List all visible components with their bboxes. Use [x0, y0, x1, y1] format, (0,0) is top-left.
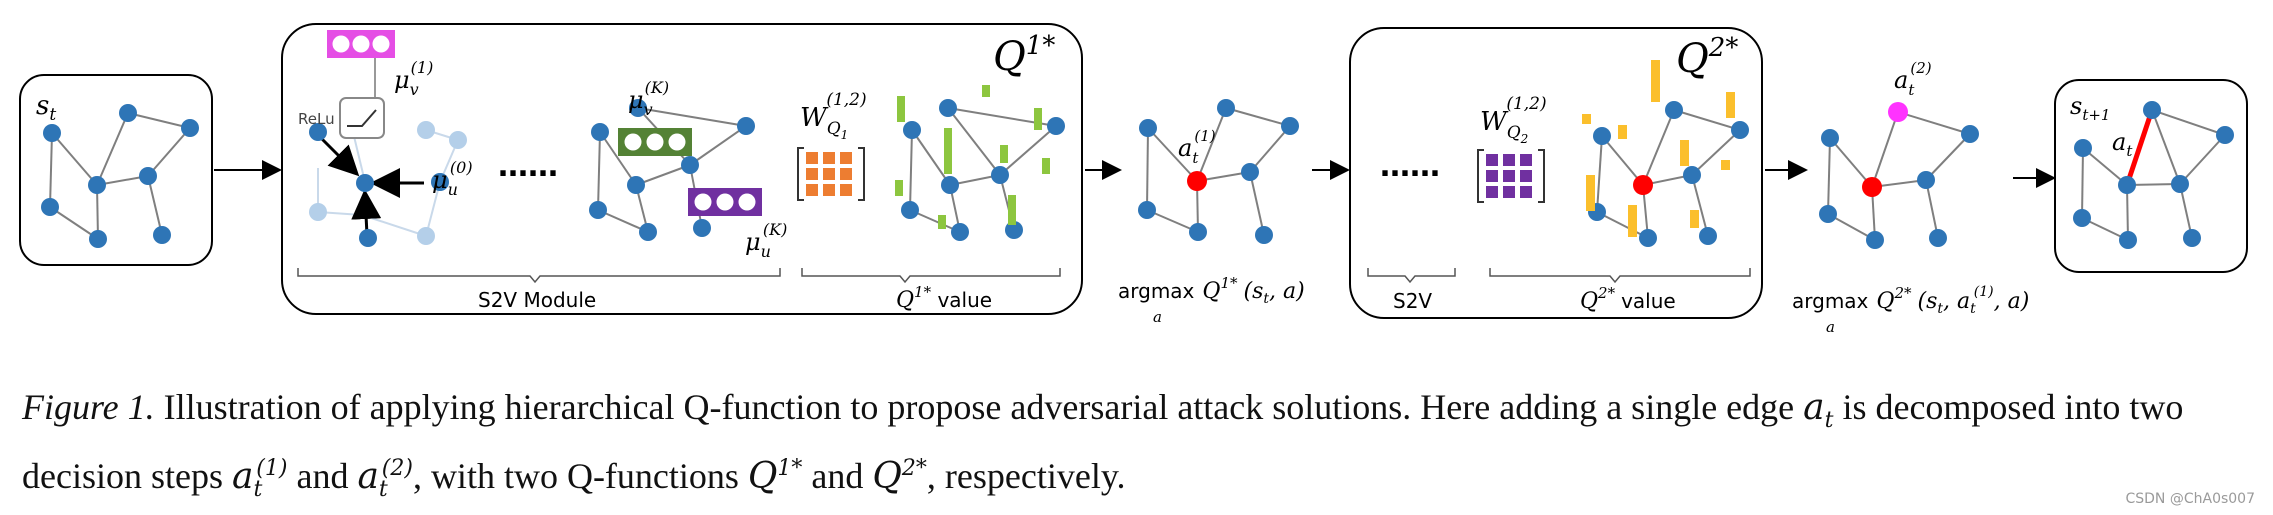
selected-node-a1: [1187, 171, 1207, 191]
s2v-node: [431, 173, 449, 191]
q2-graph-edges: [1596, 109, 1741, 239]
a2-label: at(2): [1894, 59, 1932, 99]
caption-a2: at(2): [357, 456, 413, 503]
q2-graph-nodes: [1588, 101, 1749, 247]
argmax-q2-sub: a: [1826, 318, 1835, 336]
q1-value-label: Q1* value: [896, 283, 992, 313]
ellipsis-2: ……: [1380, 149, 1440, 184]
caption-at: at: [1803, 387, 1834, 434]
figure-canvas: st Q1*: [19, 23, 2248, 336]
q2-value-label: Q2*value: [1580, 284, 1676, 314]
q1-value-bars: [895, 85, 1050, 229]
message-arrows: [318, 135, 424, 236]
graph-k-nodes: [589, 99, 755, 241]
s2v-node: [359, 229, 377, 247]
figure-caption: Figure 1. Illustration of applying hiera…: [22, 383, 2247, 514]
state-st1-label: st+1: [2070, 92, 2110, 124]
s2v-label: S2V: [1393, 289, 1432, 313]
relu-box: ReLu: [298, 54, 385, 139]
watermark: CSDN @ChA0s007: [2125, 491, 2255, 507]
w-q1-label: WQ1(1,2): [800, 90, 867, 142]
figure-number: Figure 1.: [22, 387, 155, 427]
relu-label: ReLu: [298, 110, 335, 128]
s2v-node: [309, 123, 327, 141]
q2-value-bars: [1582, 60, 1735, 237]
caption-text-2: is decomposed into two decision steps: [22, 387, 2184, 497]
caption-text-1: Illustration of applying hierarchical Q-…: [154, 387, 1804, 427]
at-label: at: [2112, 128, 2133, 160]
caption-text-3: and: [287, 456, 358, 497]
added-edge: [2124, 109, 2155, 186]
caption-text-6: , respectively.: [926, 456, 1126, 497]
s2v-node-u: [356, 174, 374, 192]
mu-vK-label: μv(K): [628, 78, 669, 119]
action-a1-graph: at(1): [1138, 99, 1299, 244]
state-st-panel: st: [19, 74, 213, 266]
caption-q1: Q1*: [747, 456, 803, 498]
q1-graph-nodes: [901, 99, 1065, 241]
caption-q2: Q2*: [872, 456, 927, 498]
action-a2-graph: at(2): [1819, 59, 1979, 249]
embedding-mu-uK: [688, 188, 762, 216]
caption-a1: at(1): [231, 456, 288, 503]
selected-node-q2: [1633, 175, 1653, 195]
w-q1-matrix: [797, 147, 865, 201]
embedding-mu-v1: [327, 30, 395, 58]
q1-title: Q1*: [993, 31, 1055, 80]
state-st-label: st: [36, 91, 56, 125]
w-q2-label: WQ2(1,2): [1480, 94, 1547, 146]
mu-v1-label: μv(1): [394, 58, 433, 99]
q1-module-panel: Q1* ReLu: [281, 23, 1083, 315]
selected-node-a2: [1888, 102, 1908, 122]
w-q2-matrix: [1477, 149, 1545, 203]
state-st1-panel: st+1 at: [2054, 79, 2248, 273]
embedding-mu-vK: [618, 128, 692, 156]
q2-module-panel: Q2* …… WQ2(1,2): [1349, 27, 1763, 319]
graph-nodes: [41, 104, 199, 248]
mu-uK-label: μu(K): [745, 220, 787, 261]
caption-text-5: and: [802, 456, 873, 497]
argmax-q1-sub: a: [1153, 308, 1162, 326]
braces: [297, 268, 1751, 284]
a1-label: at(1): [1178, 127, 1216, 167]
q2-title: Q2*: [1676, 33, 1738, 82]
graph-edges: [49, 112, 191, 240]
s2v-module-label: S2V Module: [478, 288, 596, 312]
ellipsis: ……: [498, 149, 558, 184]
selected-node-a1-b: [1862, 177, 1882, 197]
caption-text-4: , with two Q-functions: [412, 456, 748, 497]
mu-u0-label: μu(0): [432, 158, 473, 199]
